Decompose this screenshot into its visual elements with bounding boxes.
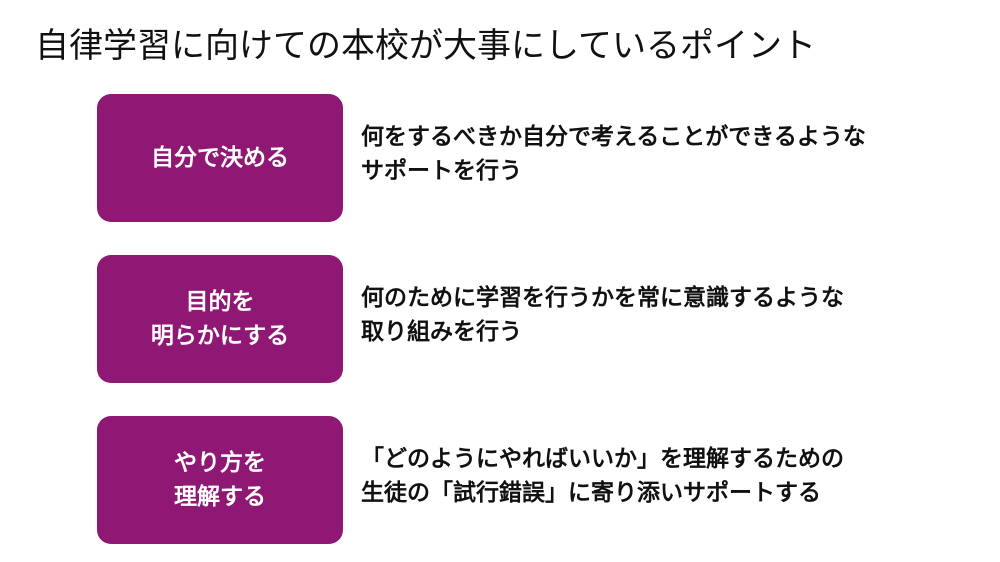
point-label-line: 自分で決める <box>151 145 289 171</box>
point-label-line: やり方を <box>174 450 266 476</box>
point-label-line: 目的を <box>185 289 255 315</box>
slide-title: 自律学習に向けての本校が大事にしているポイント <box>35 26 816 66</box>
point-description: 何をするべきか自分で考えることができるような サポートを行う <box>361 120 941 188</box>
point-description: 何のために学習を行うかを常に意識するような 取り組みを行う <box>361 281 941 349</box>
point-row-3: やり方を 理解する 「どのようにやればいいか」を理解するための 生徒の「試行錯誤… <box>97 416 957 544</box>
point-label-box: 目的を 明らかにする <box>97 255 343 383</box>
point-label-box: 自分で決める <box>97 94 343 222</box>
point-row-2: 目的を 明らかにする 何のために学習を行うかを常に意識するような 取り組みを行う <box>97 255 957 383</box>
point-label-box: やり方を 理解する <box>97 416 343 544</box>
point-description-line: 何のために学習を行うかを常に意識するような <box>361 285 844 311</box>
point-description-line: 何をするべきか自分で考えることができるような <box>361 124 866 150</box>
point-description: 「どのようにやればいいか」を理解するための 生徒の「試行錯誤」に寄り添いサポート… <box>361 442 941 510</box>
point-label-line: 明らかにする <box>150 323 290 349</box>
point-label-line: 理解する <box>174 484 266 510</box>
point-description-line: サポートを行う <box>361 158 522 184</box>
point-description-line: 生徒の「試行錯誤」に寄り添いサポートする <box>361 480 821 506</box>
point-row-1: 自分で決める 何をするべきか自分で考えることができるような サポートを行う <box>97 94 957 222</box>
point-description-line: 取り組みを行う <box>361 319 522 345</box>
point-description-line: 「どのようにやればいいか」を理解するための <box>361 446 844 472</box>
